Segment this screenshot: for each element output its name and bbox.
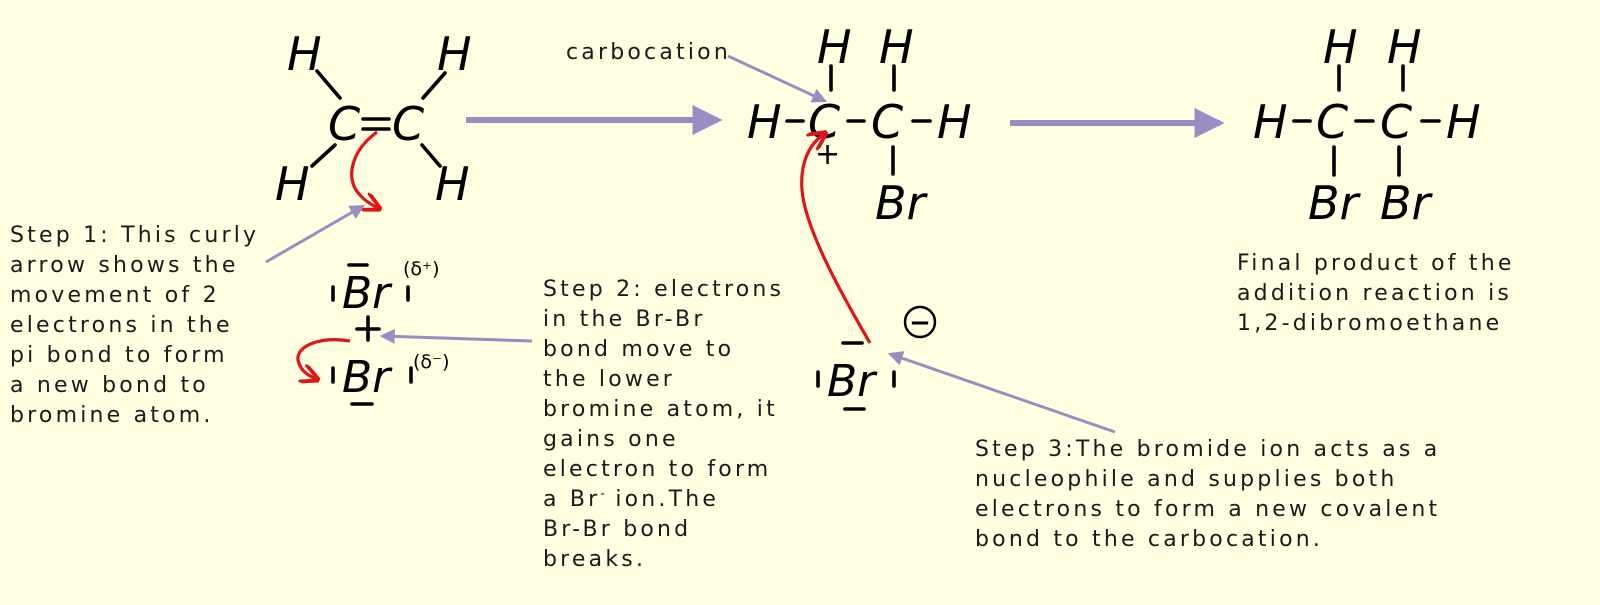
intermediate-h-right: H bbox=[937, 95, 972, 149]
step-1-line: bromine atom. bbox=[10, 403, 214, 428]
step-1-line: Step 1: This curly bbox=[10, 223, 260, 248]
step-2-ion-prefix: a Br bbox=[543, 487, 601, 512]
step-2-line: bromine atom, it bbox=[543, 397, 778, 422]
carbocation-positive-charge: + bbox=[815, 137, 840, 172]
step-1-line: a new bond to bbox=[10, 373, 209, 398]
carbocation-molecule: H C C H H H Br + bbox=[747, 20, 972, 230]
final-product-line: addition reaction is bbox=[1237, 281, 1513, 306]
step-2-line: in the Br-Br bbox=[543, 307, 706, 332]
final-product-line: Final product of the bbox=[1237, 251, 1515, 276]
product-bromine-2: Br bbox=[1380, 176, 1434, 230]
ethene-bond-h-br bbox=[420, 143, 442, 168]
pointer-step-3 bbox=[887, 351, 1116, 434]
ethene-bond-h-tr bbox=[421, 71, 447, 100]
product-carbon-2: C bbox=[1380, 95, 1412, 149]
negative-charge-sign: − bbox=[909, 308, 931, 338]
step-2-line: Step 2: electrons bbox=[543, 277, 785, 302]
ethene-molecule: H H H H C C bbox=[275, 27, 472, 211]
negative-charge-circle bbox=[903, 305, 937, 339]
curly-arrow-bromide-attack bbox=[800, 134, 872, 344]
bromine-top-atom: Br bbox=[342, 268, 393, 319]
product-h-right: H bbox=[1446, 95, 1481, 149]
step-1-line: movement of 2 bbox=[10, 283, 220, 308]
step-3-line: electrons to form a new covalent bbox=[975, 497, 1441, 522]
ethene-h-top-right: H bbox=[437, 27, 472, 81]
intermediate-h-top-1: H bbox=[817, 20, 852, 74]
step-3-line: Step 3:The bromide ion acts as a bbox=[975, 437, 1441, 462]
curly-arrow-pi-bond bbox=[350, 130, 378, 208]
step-2-line: a Br- ion.The bbox=[543, 485, 784, 515]
step-2-ion-charge: - bbox=[600, 486, 606, 502]
ethene-carbon-1: C bbox=[328, 97, 360, 151]
step-1-line: pi bond to form bbox=[10, 343, 228, 368]
intermediate-bromine: Br bbox=[875, 176, 929, 230]
step-1-line: electrons in the bbox=[10, 313, 233, 338]
bromide-atom: Br bbox=[827, 356, 878, 407]
step-2-line: the lower bbox=[543, 367, 676, 392]
product-bromine-1: Br bbox=[1308, 176, 1362, 230]
bromine-bottom-partial-charge: (δ⁻) bbox=[413, 351, 449, 373]
bromine-bottom-atom: Br bbox=[342, 352, 393, 403]
step-2-line: electron to form bbox=[543, 457, 772, 482]
step-1-line: arrow shows the bbox=[10, 253, 239, 278]
curly-arrow-br-br-bond bbox=[296, 338, 351, 379]
bromine-top-partial-charge: (δ⁺) bbox=[403, 258, 439, 280]
bromine-molecule: Br (δ⁺) Br (δ⁻) bbox=[331, 258, 449, 406]
step-3-line: bond to the carbocation. bbox=[975, 527, 1324, 552]
step-2-line: Br-Br bond bbox=[543, 517, 692, 542]
product-molecule: H C C H H H Br Br bbox=[1253, 20, 1481, 230]
ethene-bond-h-bl bbox=[310, 143, 337, 168]
step-2-text: Step 2: electrons in the Br-Br bond move… bbox=[543, 275, 784, 575]
step-3-line: nucleophile and supplies both bbox=[975, 467, 1398, 492]
final-product-line: 1,2-dibromoethane bbox=[1237, 311, 1503, 336]
ethene-bond-h-tl bbox=[315, 69, 342, 100]
step-2-line: gains one bbox=[543, 427, 679, 452]
step-3-text: Step 3:The bromide ion acts as a nucleop… bbox=[975, 435, 1440, 555]
pointer-carbocation bbox=[727, 54, 828, 103]
product-carbon-1: C bbox=[1316, 95, 1348, 149]
step-1-text: Step 1: This curly arrow shows the movem… bbox=[10, 221, 259, 431]
intermediate-carbon-2: C bbox=[871, 95, 903, 149]
ethene-h-bottom-left: H bbox=[275, 157, 310, 211]
pointer-step-2 bbox=[379, 328, 533, 344]
final-product-text: Final product of the addition reaction i… bbox=[1237, 249, 1515, 339]
step-2-line: breaks. bbox=[543, 547, 647, 572]
ethene-carbon-2: C bbox=[392, 97, 424, 151]
step-2-ion-suffix: ion.The bbox=[605, 487, 720, 512]
intermediate-h-left: H bbox=[747, 95, 782, 149]
carbocation-label: carbocation bbox=[566, 40, 731, 65]
product-h-left: H bbox=[1253, 95, 1288, 149]
bromide-ion: Br − bbox=[816, 305, 937, 411]
pointer-step-1 bbox=[265, 204, 365, 264]
intermediate-h-top-2: H bbox=[879, 20, 914, 74]
step-2-line: bond move to bbox=[543, 337, 735, 362]
